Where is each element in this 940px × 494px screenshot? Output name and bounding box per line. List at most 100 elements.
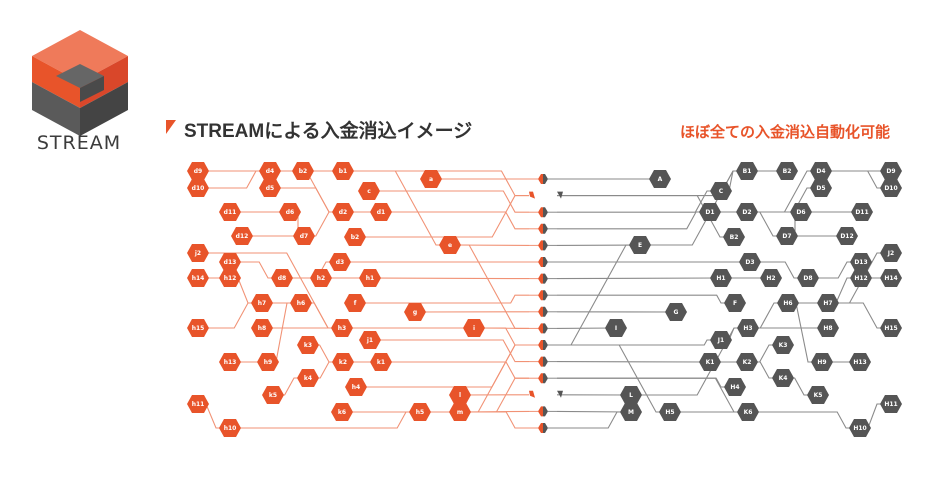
connector-node bbox=[529, 223, 557, 234]
node-label: f bbox=[354, 300, 357, 307]
hexagon-icon bbox=[290, 294, 312, 312]
hexagon-icon bbox=[463, 319, 485, 337]
right-node: H12 bbox=[850, 269, 872, 287]
hexagon-icon bbox=[187, 179, 209, 197]
left-node: d1 bbox=[370, 203, 392, 221]
flow-line bbox=[557, 211, 710, 230]
flow-line bbox=[420, 344, 529, 413]
node-label: i bbox=[473, 325, 475, 332]
right-node: H6 bbox=[777, 294, 799, 312]
node-label: h14 bbox=[192, 275, 205, 282]
right-node: D3 bbox=[739, 253, 761, 271]
node-label: l bbox=[459, 392, 461, 399]
node-label: b2 bbox=[351, 234, 359, 241]
node-label: D10 bbox=[884, 185, 897, 192]
node-label: a bbox=[429, 176, 433, 183]
node-label: H2 bbox=[766, 275, 775, 282]
hexagon-icon bbox=[810, 162, 832, 180]
hexagon-icon bbox=[257, 353, 279, 371]
hexagon-icon bbox=[297, 369, 319, 387]
left-node: l bbox=[449, 386, 471, 404]
node-label: j2 bbox=[194, 250, 201, 257]
hexagon-icon bbox=[699, 203, 721, 221]
right-node: H3 bbox=[737, 319, 759, 337]
node-label: K1 bbox=[706, 359, 715, 366]
hexagon-icon bbox=[219, 353, 241, 371]
node-label: H5 bbox=[665, 409, 674, 416]
hexagon-icon bbox=[259, 179, 281, 197]
node-label: k2 bbox=[339, 359, 347, 366]
node-label: b2 bbox=[299, 168, 307, 175]
node-label: H10 bbox=[853, 425, 866, 432]
right-node: D7 bbox=[776, 227, 798, 245]
node-label: H8 bbox=[823, 325, 832, 332]
left-node: h2 bbox=[310, 269, 332, 287]
node-label: h11 bbox=[192, 401, 205, 408]
hexagon-icon bbox=[409, 403, 431, 421]
hexagon-icon bbox=[271, 269, 293, 287]
hexagon-icon bbox=[776, 162, 798, 180]
page-subtitle: ほぼ全ての入金消込自動化可能 bbox=[680, 124, 891, 141]
hexagon-icon bbox=[259, 162, 281, 180]
hexagon-icon bbox=[345, 378, 367, 396]
title-marker-icon bbox=[166, 120, 176, 134]
node-label: e bbox=[448, 242, 452, 249]
node-label: d13 bbox=[224, 259, 237, 266]
node-label: k4 bbox=[304, 375, 312, 382]
hexagon-icon bbox=[359, 269, 381, 287]
connector-node bbox=[529, 257, 557, 267]
hexagon-icon bbox=[219, 269, 241, 287]
node-label: H13 bbox=[853, 359, 866, 366]
connector-node bbox=[529, 356, 557, 367]
node-label: d10 bbox=[192, 185, 205, 192]
node-label: I bbox=[615, 325, 617, 332]
flow-line bbox=[369, 277, 530, 280]
left-node: d4 bbox=[259, 162, 281, 180]
right-node: I bbox=[605, 319, 627, 337]
flow-line bbox=[557, 190, 721, 213]
node-label: D7 bbox=[782, 233, 791, 240]
connector-node bbox=[529, 174, 557, 184]
left-node: d13 bbox=[219, 253, 241, 271]
node-label: D3 bbox=[745, 259, 754, 266]
right-node: G bbox=[665, 303, 687, 321]
connector-node bbox=[529, 340, 557, 350]
hexagon-icon bbox=[292, 162, 314, 180]
flow-line bbox=[557, 294, 735, 304]
connector-node bbox=[529, 423, 557, 433]
hexagon-icon bbox=[449, 386, 471, 404]
left-node: d12 bbox=[231, 227, 253, 245]
left-node: b1 bbox=[332, 162, 354, 180]
left-node: b2 bbox=[292, 162, 314, 180]
hexagon-icon bbox=[836, 227, 858, 245]
node-label: H9 bbox=[817, 359, 826, 366]
right-node: D11 bbox=[851, 203, 873, 221]
right-node: H1 bbox=[710, 269, 732, 287]
left-node: h13 bbox=[219, 353, 241, 371]
node-label: D4 bbox=[816, 168, 825, 175]
flow-line bbox=[821, 170, 891, 189]
node-label: g bbox=[413, 309, 417, 316]
hexagon-icon bbox=[849, 419, 871, 437]
hexagon-icon bbox=[739, 253, 761, 271]
node-label: E bbox=[638, 242, 642, 249]
hexagon-icon bbox=[370, 203, 392, 221]
left-node: c bbox=[358, 182, 380, 200]
cut-marker-icon bbox=[529, 390, 535, 398]
left-node: h14 bbox=[187, 269, 209, 287]
hexagon-icon bbox=[724, 294, 746, 312]
node-label: h12 bbox=[224, 275, 237, 282]
node-label: h15 bbox=[192, 325, 205, 332]
node-label: B1 bbox=[743, 168, 752, 175]
hexagon-icon bbox=[251, 294, 273, 312]
hexagon-icon bbox=[329, 253, 351, 271]
hexagon-icon bbox=[620, 403, 642, 421]
left-node: m bbox=[449, 403, 471, 421]
connector-node bbox=[529, 373, 557, 384]
node-label: k6 bbox=[338, 409, 346, 416]
hexagon-icon bbox=[331, 319, 353, 337]
node-label: D1 bbox=[705, 209, 714, 216]
right-node: K2 bbox=[736, 353, 758, 371]
hexagon-icon bbox=[736, 162, 758, 180]
right-node: K4 bbox=[772, 369, 794, 387]
